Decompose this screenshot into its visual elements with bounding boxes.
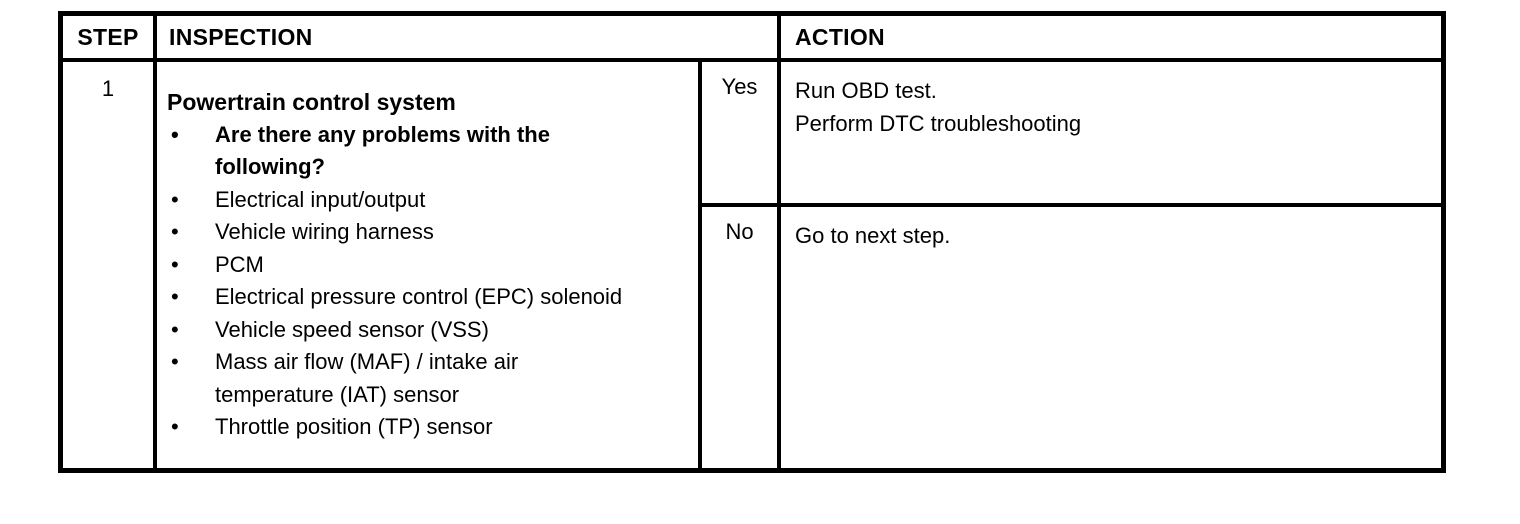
step-number: 1 xyxy=(101,76,115,101)
bullet-item: • Vehicle wiring harness xyxy=(167,216,690,249)
answer-yes-cell: Yes xyxy=(702,62,781,207)
bullet-icon: • xyxy=(171,316,179,342)
bullet-item: • PCM xyxy=(167,249,690,282)
bullet-text: Electrical input/output xyxy=(215,186,426,212)
inspection-title: Powertrain control system xyxy=(167,89,456,115)
header-step: STEP xyxy=(63,16,157,62)
inspection-cell: Powertrain control system • Are there an… xyxy=(157,62,702,468)
bullet-icon: • xyxy=(171,186,179,212)
bullet-item: • Electrical pressure control (EPC) sole… xyxy=(167,281,690,314)
bullet-text: Are there any problems with the followin… xyxy=(215,121,550,180)
troubleshooting-table: STEP INSPECTION ACTION 1 Powertrain cont… xyxy=(58,11,1446,473)
bullet-icon: • xyxy=(171,251,179,277)
answer-no-cell: No xyxy=(702,207,781,468)
bullet-text: Vehicle wiring harness xyxy=(215,219,434,244)
bullet-text: Throttle position (TP) sensor xyxy=(215,414,493,439)
step-number-cell: 1 xyxy=(63,62,157,468)
action-line: Perform DTC troubleshooting xyxy=(795,111,1082,136)
bullet-text: Mass air flow (MAF) / intake air tempera… xyxy=(215,349,519,407)
bullet-text: PCM xyxy=(215,251,264,277)
action-no-cell: Go to next step. xyxy=(781,207,1441,468)
header-inspection: INSPECTION xyxy=(157,16,781,62)
bullet-icon: • xyxy=(171,219,179,244)
inspection-bullet-list: • Are there any problems with the follow… xyxy=(167,119,690,444)
bullet-icon: • xyxy=(171,414,179,439)
answer-yes-label: Yes xyxy=(721,74,758,99)
bullet-item: • Mass air flow (MAF) / intake air tempe… xyxy=(167,346,690,411)
header-action: ACTION xyxy=(781,16,1441,62)
bullet-text: Vehicle speed sensor (VSS) xyxy=(215,316,489,342)
bullet-item: • Electrical input/output xyxy=(167,184,690,217)
bullet-item: • Vehicle speed sensor (VSS) xyxy=(167,314,690,347)
action-line: Go to next step. xyxy=(795,223,951,248)
bullet-icon: • xyxy=(171,349,179,374)
answer-no-label: No xyxy=(725,219,754,244)
bullet-item: • Are there any problems with the follow… xyxy=(167,119,690,184)
bullet-icon: • xyxy=(171,284,179,309)
bullet-text: Electrical pressure control (EPC) soleno… xyxy=(215,284,623,309)
bullet-item: • Throttle position (TP) sensor xyxy=(167,411,690,444)
action-line: Run OBD test. xyxy=(795,78,937,103)
bullet-icon: • xyxy=(171,121,179,147)
action-yes-cell: Run OBD test. Perform DTC troubleshootin… xyxy=(781,62,1441,207)
